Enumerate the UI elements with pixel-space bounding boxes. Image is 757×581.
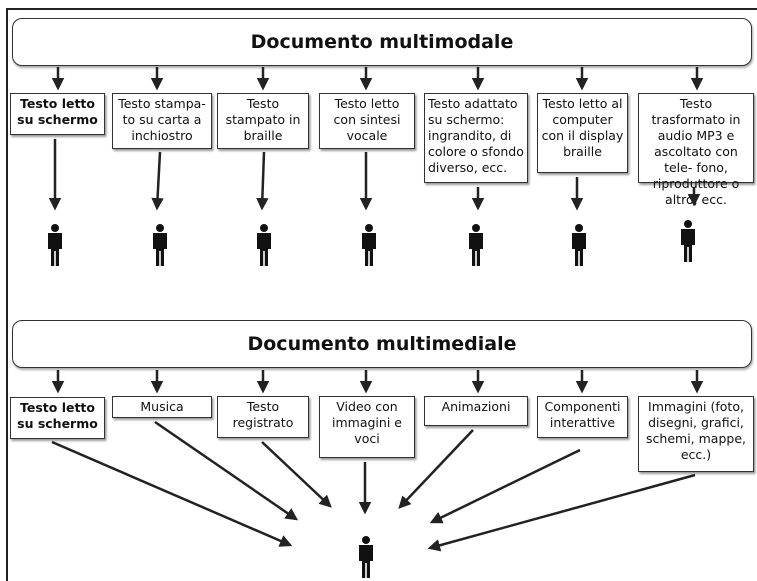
multimedia-title: Documento multimediale xyxy=(12,320,752,368)
person-icon xyxy=(469,224,483,266)
top-down-arrows xyxy=(51,67,704,91)
multimedia-item-recorded-text: Testo registrato xyxy=(217,396,309,438)
multimedia-item-interactive-components: Componenti interattive xyxy=(537,396,628,438)
arrow-icon xyxy=(261,441,332,508)
bottom-down-arrows xyxy=(51,370,704,394)
multimodal-item-adapted-screen: Testo adattato su schermo: ingrandito, d… xyxy=(424,93,528,183)
multimodal-item-ink-print: Testo stampa- to su carta a inchiostro xyxy=(112,93,212,149)
person-icon xyxy=(257,224,271,266)
top-users xyxy=(48,220,695,266)
multimodal-item-mp3-audio: Testo trasformato in audio MP3 e ascolta… xyxy=(638,93,754,207)
person-icon xyxy=(153,224,167,266)
bottom-converging-arrows xyxy=(51,420,696,552)
multimedia-item-screen-text: Testo letto su schermo xyxy=(10,397,105,439)
multimedia-item-video: Video con immagini e voci xyxy=(319,396,415,458)
arrow-icon xyxy=(398,429,474,509)
frame-top-border xyxy=(6,8,757,10)
person-icon xyxy=(359,536,373,578)
multimedia-item-music: Musica xyxy=(112,396,212,418)
top-user-arrows xyxy=(48,139,701,211)
multimodal-item-braille-display: Testo letto al computer con il display b… xyxy=(537,93,628,173)
person-icon xyxy=(681,220,695,262)
frame-left-border xyxy=(6,8,8,581)
arrow-icon xyxy=(429,448,581,524)
multimodal-item-braille-print: Testo stampato in braille xyxy=(217,93,309,149)
arrow-icon xyxy=(154,420,299,521)
multimodal-item-screen: Testo letto su schermo xyxy=(10,93,105,135)
person-icon xyxy=(362,224,376,266)
arrow-icon xyxy=(256,151,269,211)
multimodal-item-speech-synthesis: Testo letto con sintesi vocale xyxy=(319,93,415,149)
arrow-icon xyxy=(427,473,696,552)
multimodal-title: Documento multimodale xyxy=(12,18,752,66)
arrow-icon xyxy=(51,440,293,547)
person-icon xyxy=(48,224,62,266)
person-icon xyxy=(572,224,586,266)
multimedia-item-animations: Animazioni xyxy=(424,396,528,426)
multimedia-item-images: Immagini (foto, disegni, grafici, schemi… xyxy=(638,396,754,472)
arrow-icon xyxy=(151,151,164,211)
